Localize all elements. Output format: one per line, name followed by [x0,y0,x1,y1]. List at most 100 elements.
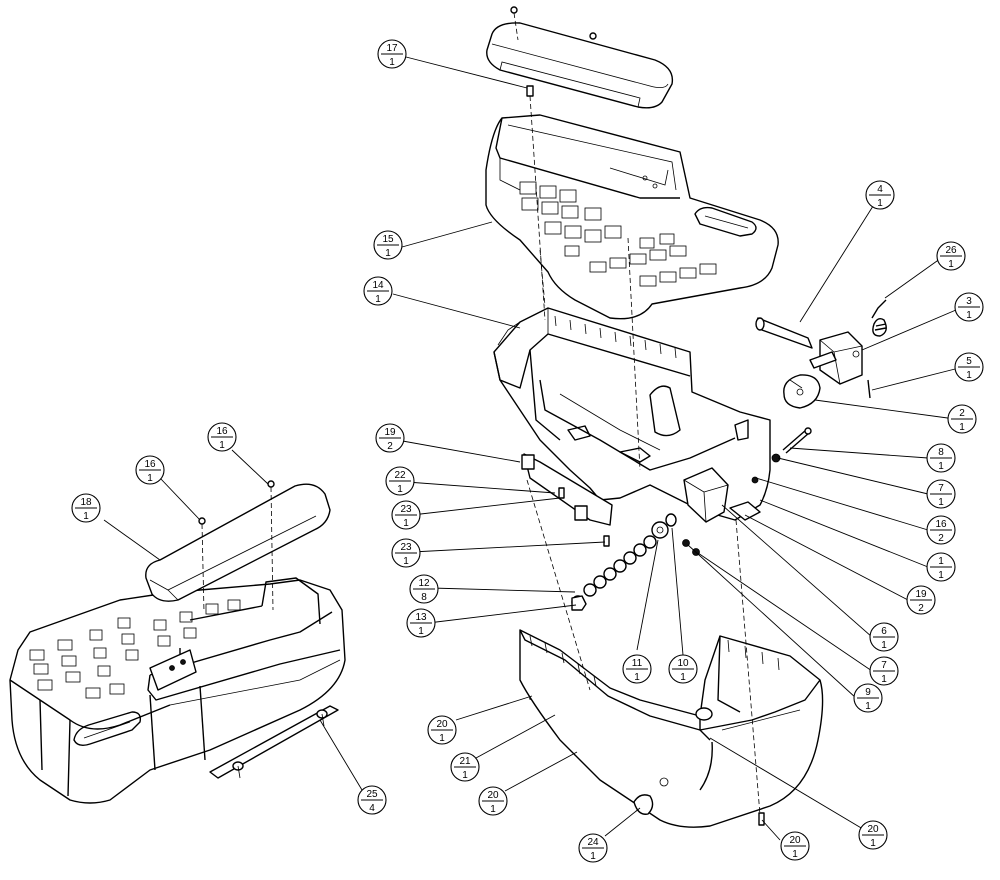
callout-balloon: 111 [622,654,652,684]
callout-quantity: 1 [938,497,944,508]
callout-item-number: 25 [366,789,378,800]
callout-balloon: 11 [926,552,956,582]
callout-balloons: 1711511414126131512119222123123112813181… [71,39,984,863]
callout-item-number: 9 [865,687,871,698]
leader-lines [103,56,964,841]
callout-quantity: 1 [389,57,395,68]
callout-item-number: 23 [400,542,412,553]
console-frame [493,307,771,521]
callout-quantity: 8 [421,592,427,603]
callout-balloon: 71 [869,656,899,686]
callout-quantity: 2 [387,441,393,452]
callout-quantity: 1 [439,733,445,744]
callout-quantity: 1 [948,259,954,270]
callout-quantity: 1 [219,440,225,451]
callout-balloon: 128 [409,574,439,604]
callout-balloon: 201 [478,786,508,816]
assembly-guide-lines [513,12,761,816]
callout-item-number: 5 [966,356,972,367]
callout-balloon: 241 [578,833,608,863]
callout-item-number: 20 [436,719,448,730]
callout-quantity: 1 [938,570,944,581]
callout-quantity: 1 [462,770,468,781]
callout-quantity: 1 [877,198,883,209]
callout-balloon: 21 [947,404,977,434]
callout-quantity: 1 [865,701,871,712]
lower-housing [519,629,824,828]
callout-item-number: 19 [384,427,396,438]
callout-balloon: 221 [385,466,415,496]
callout-balloon: 71 [926,479,956,509]
callout-quantity: 1 [403,518,409,529]
callout-quantity: 4 [369,803,375,814]
pin-8 [782,427,812,454]
switch-box [683,467,729,523]
callout-quantity: 1 [590,851,596,862]
callout-quantity: 1 [966,310,972,321]
callout-quantity: 1 [959,422,965,433]
callout-quantity: 1 [881,674,887,685]
callout-balloon: 231 [391,538,421,568]
callout-item-number: 22 [394,470,406,481]
callout-quantity: 1 [375,294,381,305]
callout-item-number: 11 [632,658,643,669]
callout-item-number: 19 [915,589,927,600]
callout-quantity: 2 [938,533,944,544]
callout-item-number: 2 [959,408,965,419]
callout-balloon: 161 [207,422,237,452]
callout-quantity: 1 [83,511,89,522]
callout-item-number: 14 [372,280,384,291]
callout-item-number: 16 [935,519,947,530]
callout-item-number: 20 [867,824,879,835]
callout-quantity: 1 [634,672,640,683]
callout-balloon: 101 [668,654,698,684]
callout-item-number: 4 [877,184,883,195]
callout-balloon: 41 [865,180,895,210]
callout-balloon: 201 [427,715,457,745]
callout-item-number: 8 [938,447,944,458]
callout-balloon: 81 [926,443,956,473]
callout-quantity: 1 [881,640,887,651]
callout-quantity: 1 [680,672,686,683]
callout-balloon: 151 [373,230,403,260]
mounting-brackets [521,453,761,526]
armrest-pad-exploded [486,22,674,109]
top-screws [510,6,597,97]
callout-item-number: 1 [938,556,944,567]
assembled-console [9,480,346,804]
washer-stack [571,453,781,611]
callout-balloon: 261 [936,241,966,271]
callout-item-number: 7 [881,660,887,671]
callout-balloon: 171 [377,39,407,69]
callout-balloon: 192 [375,423,405,453]
callout-balloon: 231 [391,500,421,530]
callout-quantity: 1 [490,804,496,815]
callout-item-number: 21 [459,756,471,767]
callout-item-number: 12 [418,578,430,589]
upper-console-cover [485,114,779,320]
callout-balloon: 91 [853,683,883,713]
callout-item-number: 17 [386,43,398,54]
callout-balloon: 162 [926,515,956,545]
callout-quantity: 1 [870,838,876,849]
callout-balloon: 192 [906,585,936,615]
callout-balloon: 161 [135,455,165,485]
callout-balloon: 51 [954,352,984,382]
latch-assembly [755,299,887,409]
callout-balloon: 201 [858,820,888,850]
callout-item-number: 6 [881,626,887,637]
callout-item-number: 20 [487,790,499,801]
callout-quantity: 1 [397,484,403,495]
callout-item-number: 16 [144,459,156,470]
callout-item-number: 13 [415,612,427,623]
callout-quantity: 1 [418,626,424,637]
callout-balloon: 131 [406,608,436,638]
callout-balloon: 31 [954,292,984,322]
callout-quantity: 2 [918,603,924,614]
callout-quantity: 1 [966,370,972,381]
callout-balloon: 181 [71,493,101,523]
callout-item-number: 7 [938,483,944,494]
callout-item-number: 15 [382,234,394,245]
callout-item-number: 3 [966,296,972,307]
